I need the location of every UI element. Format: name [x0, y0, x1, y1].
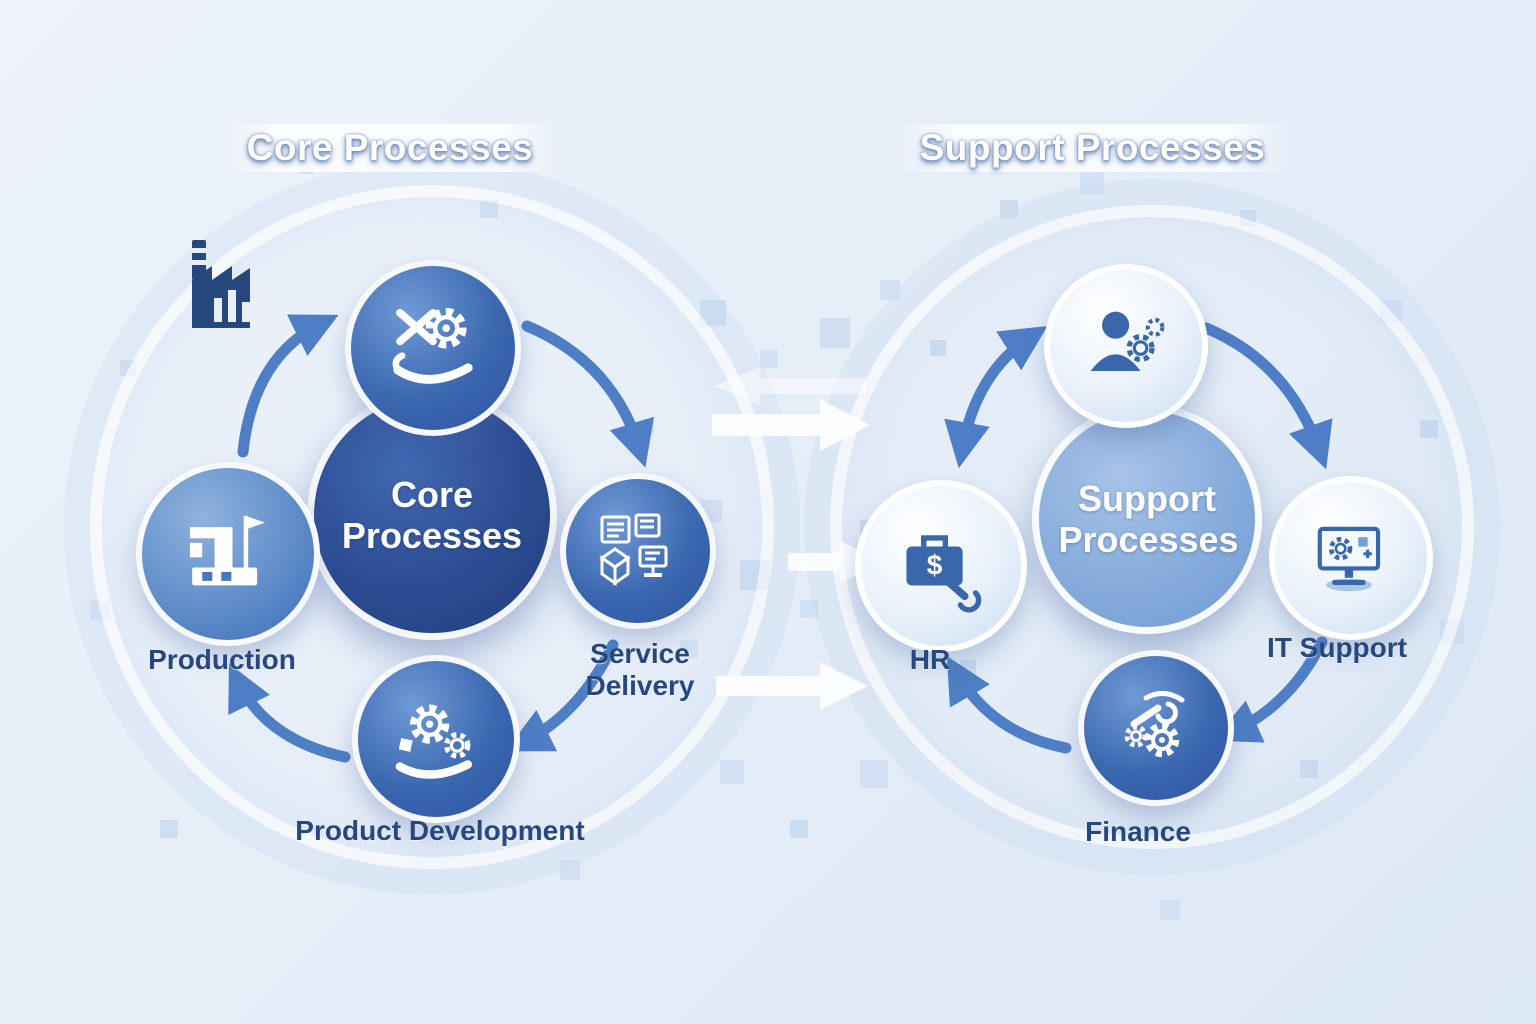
svg-text:$: $: [927, 550, 943, 581]
hr-label: HR: [909, 644, 951, 675]
product-development-label: Product Development: [295, 815, 585, 846]
gear-tools-hand-icon: [351, 266, 515, 430]
support-center-circle: Support Processes: [1032, 404, 1262, 634]
support-node-finance: [1078, 650, 1234, 806]
gears-hand-icon: [358, 661, 514, 817]
support-node-hr: $: [855, 480, 1027, 652]
briefcase-dollar-wrench-icon: $: [861, 486, 1021, 646]
production-machine-icon: [142, 468, 314, 640]
monitor-gear-icon: [1275, 482, 1427, 634]
core-node-product-development: [352, 655, 520, 823]
support-center-label: Support Processes: [1058, 477, 1239, 560]
core-node-service-delivery: [560, 473, 716, 629]
finance-label: Finance: [1085, 816, 1191, 847]
core-node-production: [136, 462, 320, 646]
core-center-label: Core Processes: [341, 473, 523, 556]
core-node-top: [345, 260, 521, 436]
wrench-gears-icon: [1084, 656, 1228, 800]
support-processes-banner: Support Processes: [895, 124, 1290, 172]
it-support-label: IT Support: [1267, 632, 1407, 663]
support-processes-banner-label: Support Processes: [919, 127, 1266, 168]
support-node-top: [1044, 264, 1208, 428]
service-delivery-label: Service Delivery: [585, 638, 695, 702]
production-label: Production: [148, 644, 296, 675]
core-processes-banner: Core Processes: [225, 124, 555, 172]
documents-package-monitor-icon: [566, 479, 710, 623]
support-node-it-support: [1269, 476, 1433, 640]
core-processes-banner-label: Core Processes: [246, 127, 534, 168]
person-gears-icon: [1050, 270, 1202, 422]
